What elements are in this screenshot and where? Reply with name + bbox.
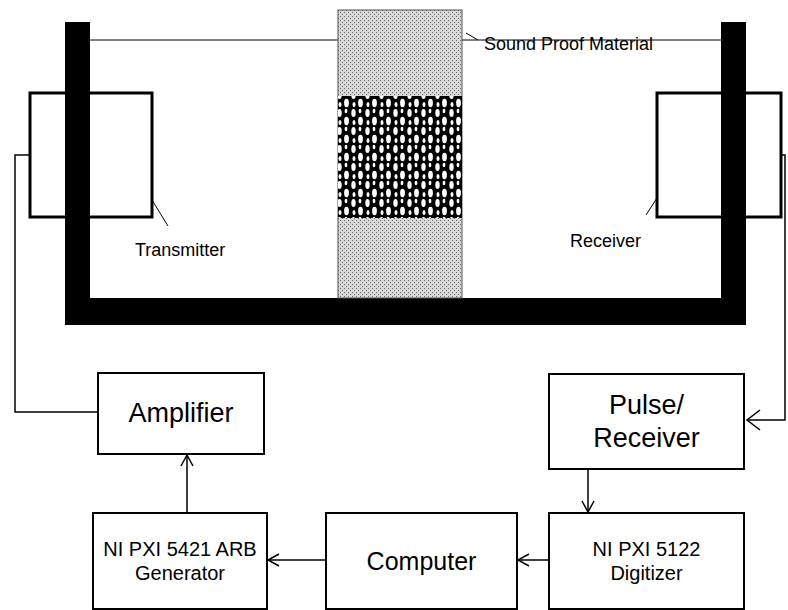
computer-box: Computer xyxy=(325,512,518,610)
arrow-head xyxy=(747,410,760,430)
box-text: NI PXI 5421 ARB Generator xyxy=(102,537,258,585)
tank-wall xyxy=(721,22,746,325)
leader-line xyxy=(152,200,168,226)
transmitter-box xyxy=(30,93,152,217)
tank-bottom xyxy=(65,298,746,325)
leader-line xyxy=(646,198,657,215)
digitizer-box: NI PXI 5122 Digitizer xyxy=(548,512,745,610)
transmitter-label: Transmitter xyxy=(135,240,225,262)
sound-proof-block xyxy=(338,10,462,298)
receiver-label: Receiver xyxy=(570,231,641,253)
signal-arrow xyxy=(587,470,589,512)
box-text: Pulse/ Receiver xyxy=(558,389,735,454)
leader-line xyxy=(466,33,478,40)
transmitter-cable xyxy=(15,155,97,412)
signal-arrow xyxy=(186,455,188,512)
receiver-cable xyxy=(747,155,785,420)
material-label: Sound Proof Material xyxy=(484,34,653,56)
pulse-receiver-box: Pulse/ Receiver xyxy=(548,373,745,470)
box-text: NI PXI 5122 Digitizer xyxy=(558,537,735,585)
receiver-box xyxy=(657,93,781,217)
bone-sample xyxy=(338,96,462,218)
signal-arrow xyxy=(518,559,548,561)
tank-wall xyxy=(65,22,90,325)
amplifier-box: Amplifier xyxy=(97,372,265,455)
box-text: Amplifier xyxy=(128,397,233,429)
box-text: Computer xyxy=(367,546,477,576)
signal-arrow xyxy=(268,559,325,561)
generator-box: NI PXI 5421 ARB Generator xyxy=(92,512,268,610)
